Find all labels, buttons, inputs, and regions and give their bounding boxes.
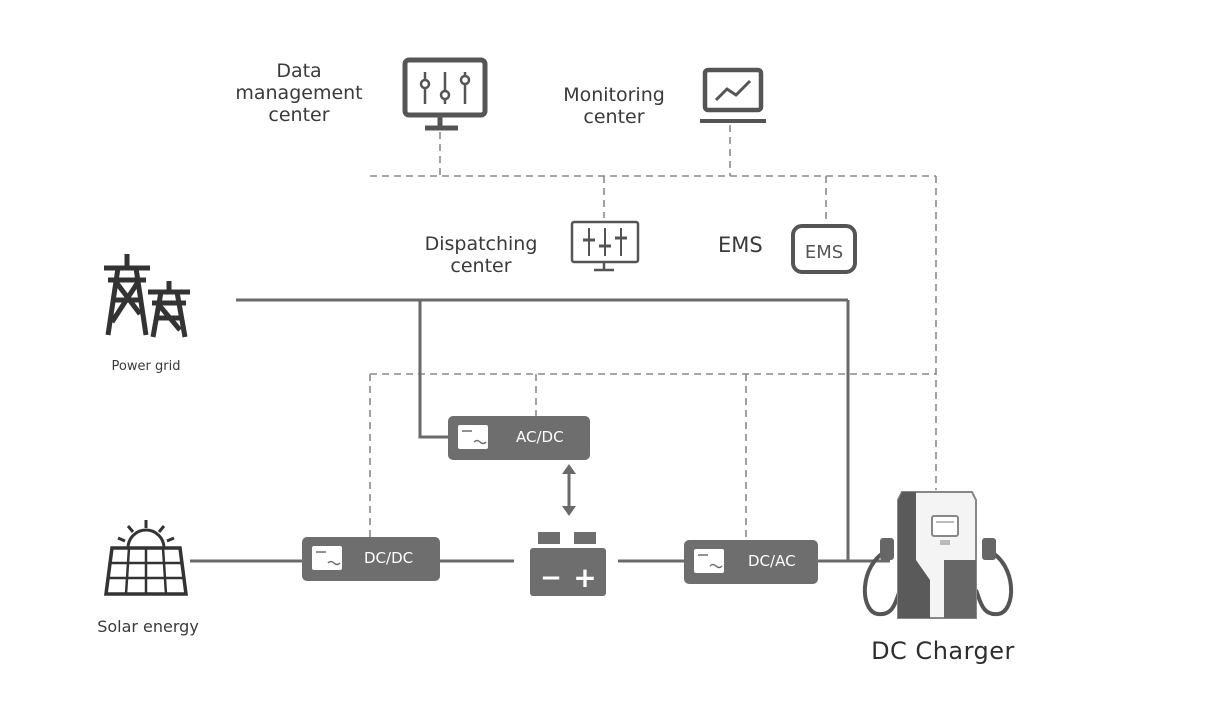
- communication-lines: [369, 125, 937, 540]
- data-management-line-2: management: [235, 82, 363, 104]
- battery-arrow: [562, 464, 576, 516]
- monitoring-line-2: center: [583, 106, 645, 128]
- dc-charger-label: DC Charger: [871, 637, 1015, 665]
- dc-ac-converter: [684, 540, 818, 584]
- dispatching-console-icon: [570, 220, 640, 272]
- dc-dc-converter: [302, 537, 440, 581]
- dispatching-line-2: center: [450, 255, 512, 277]
- dispatching-center-label: Dispatching center: [406, 233, 556, 277]
- ac-dc-converter: [448, 416, 590, 460]
- monitoring-screen-icon: [700, 67, 766, 123]
- monitoring-line-1: Monitoring: [563, 84, 665, 106]
- monitoring-center-label: Monitoring center: [544, 84, 684, 128]
- solar-panel-icon: [104, 520, 188, 596]
- data-management-line-1: Data: [276, 60, 322, 82]
- ems-label: EMS: [718, 233, 763, 257]
- battery-plus: +: [573, 561, 596, 594]
- power-tower-icon: [104, 254, 190, 338]
- data-management-line-3: center: [268, 104, 330, 126]
- battery-minus: −: [540, 563, 562, 593]
- power-lines: [190, 298, 890, 563]
- dc-charger-icon: [863, 491, 1013, 619]
- ac-dc-label: AC/DC: [516, 428, 564, 446]
- dc-dc-label: DC/DC: [364, 549, 414, 567]
- data-management-monitor-icon: [402, 57, 488, 131]
- solar-energy-label: Solar energy: [97, 617, 199, 636]
- ems-icon-text: EMS: [805, 242, 843, 263]
- power-grid-label: Power grid: [111, 359, 181, 374]
- dispatching-line-1: Dispatching: [424, 233, 538, 255]
- data-management-center-label: Data management center: [214, 60, 384, 126]
- battery-icon: − +: [530, 532, 606, 596]
- dc-ac-label: DC/AC: [748, 552, 796, 570]
- ems-icon: EMS: [791, 224, 857, 274]
